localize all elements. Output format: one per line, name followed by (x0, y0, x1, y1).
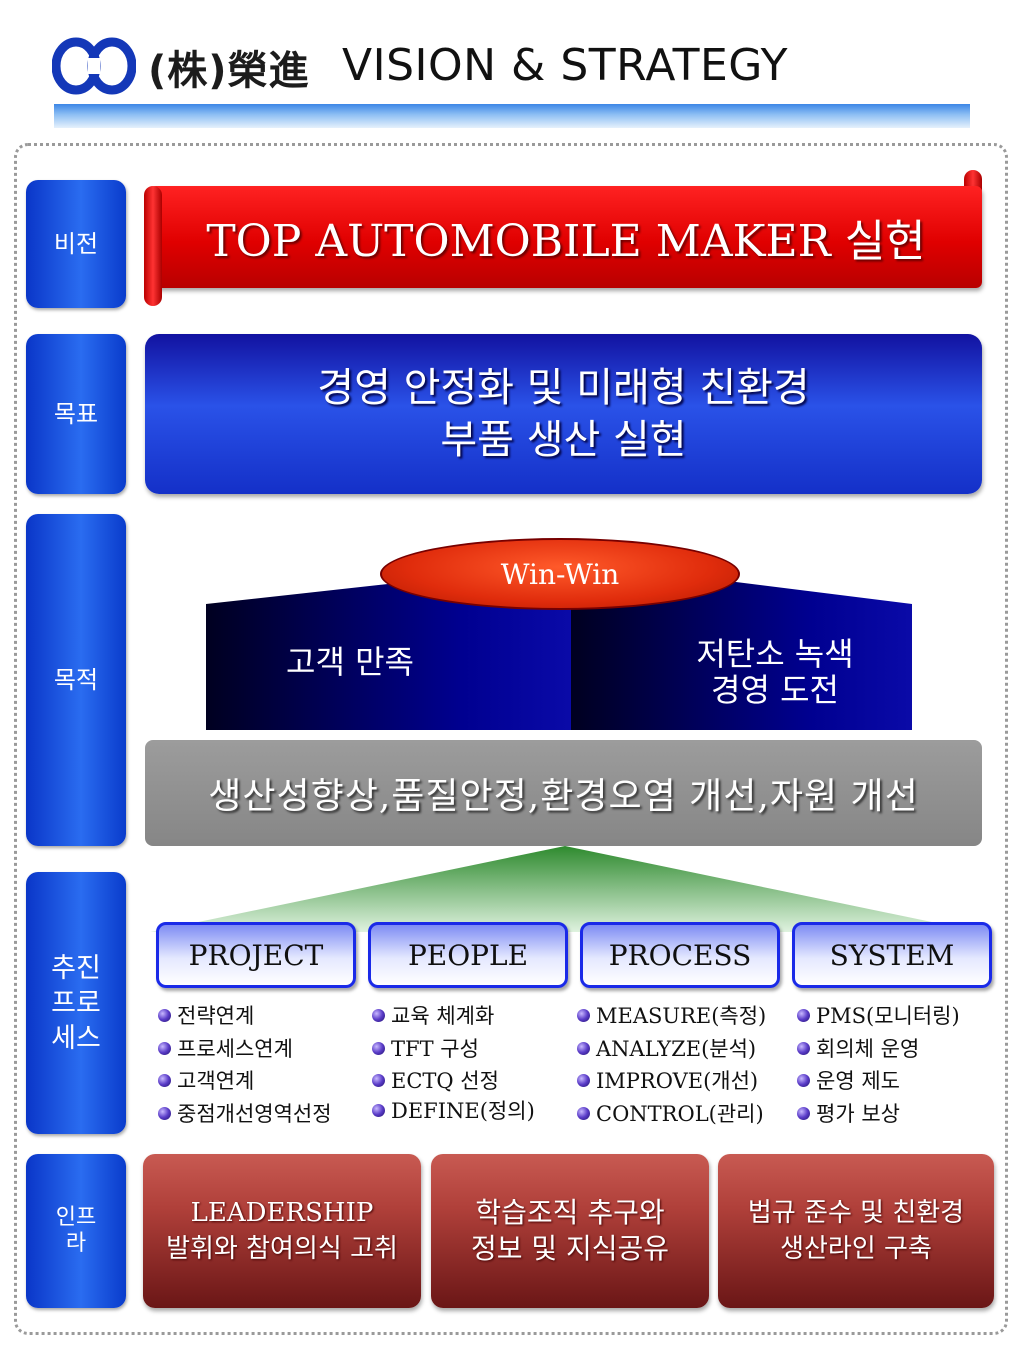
side-label-infra-line: 라 (65, 1231, 87, 1256)
list-item: PMS(모니터링) (797, 1000, 1003, 1033)
side-label-purpose: 목적 (26, 514, 126, 846)
list-item: TFT 구성 (372, 1033, 536, 1066)
purpose-customer: 고객 만족 (286, 643, 414, 681)
purpose-green-line: 저탄소 녹색 (696, 635, 854, 673)
list-item: IMPROVE(개선) (577, 1065, 791, 1098)
goal-box: 경영 안정화 및 미래형 친환경 부품 생산 실현 (145, 334, 982, 494)
process-header-system: SYSTEM (792, 922, 992, 988)
list-item: ANALYZE(분석) (577, 1033, 791, 1066)
list-item: 평가 보상 (797, 1098, 1003, 1131)
bullet-icon (797, 1074, 810, 1087)
improvement-text: 생산성향상,품질안정,환경오염 개선,자원 개선 (208, 776, 919, 817)
purpose-green-line: 경영 도전 (711, 671, 839, 709)
list-item: ECTQ 선정 (372, 1065, 536, 1098)
bullet-icon (158, 1106, 171, 1120)
bullet-icon (577, 1041, 590, 1055)
side-label-goal: 목표 (26, 334, 126, 494)
side-label-process-line: 세스 (51, 1022, 101, 1054)
bullet-icon (158, 1074, 171, 1087)
bullet-icon (372, 1074, 385, 1087)
header-gradient-bar (54, 104, 970, 128)
improvement-box: 생산성향상,품질안정,환경오염 개선,자원 개선 (145, 740, 982, 846)
content-frame (14, 143, 1008, 1335)
purpose-green: 저탄소 녹색 경영 도전 (660, 636, 890, 708)
bullet-icon (372, 1103, 385, 1117)
infra-line: 생산라인 구축 (780, 1234, 932, 1264)
side-label-process: 추진 프로 세스 (26, 872, 126, 1134)
side-label-process-line: 프로 (51, 987, 101, 1019)
bullet-icon (372, 1041, 385, 1055)
list-item: 운영 제도 (797, 1065, 1003, 1098)
bullet-icon (577, 1009, 590, 1022)
vision-text: TOP AUTOMOBILE MAKER 실현 (206, 216, 926, 267)
vision-banner: TOP AUTOMOBILE MAKER 실현 (150, 186, 982, 288)
process-header-project: PROJECT (156, 922, 356, 988)
goal-line: 경영 안정화 및 미래형 친환경 (317, 365, 810, 411)
scroll-curl-left (144, 186, 162, 306)
bullet-icon (797, 1009, 810, 1022)
side-label-infra: 인프 라 (26, 1154, 126, 1308)
side-label-process-line: 추진 (51, 952, 101, 984)
process-list-people: 교육 체계화 TFT 구성 ECTQ 선정 DEFINE(정의) (372, 1000, 536, 1124)
side-label-vision: 비전 (26, 180, 126, 308)
infra-box-learning: 학습조직 추구와 정보 및 지식공유 (431, 1154, 709, 1308)
page-title: VISION & STRATEGY (342, 40, 789, 91)
list-item: CONTROL(관리) (577, 1098, 791, 1131)
process-header-process: PROCESS (580, 922, 780, 988)
goal-line: 부품 생산 실현 (440, 417, 687, 463)
list-item: 회의체 운영 (797, 1033, 1003, 1066)
side-label-infra-line: 인프 (55, 1205, 97, 1230)
list-item: 고객연계 (158, 1065, 366, 1098)
infra-line: LEADERSHIP (190, 1198, 374, 1228)
infra-box-compliance: 법규 준수 및 친환경 생산라인 구축 (718, 1154, 994, 1308)
bullet-icon (158, 1041, 171, 1055)
bullet-icon (577, 1074, 590, 1087)
infra-line: 법규 준수 및 친환경 (747, 1198, 965, 1228)
process-list-process: MEASURE(측정) ANALYZE(분석) IMPROVE(개선) CONT… (577, 1000, 791, 1130)
bullet-icon (797, 1041, 810, 1055)
company-logo-icon (52, 37, 136, 95)
list-item: 교육 체계화 (372, 1000, 536, 1033)
bullet-icon (577, 1106, 590, 1120)
process-header-people: PEOPLE (368, 922, 568, 988)
list-item: 전략연계 (158, 1000, 366, 1033)
process-list-system: PMS(모니터링) 회의체 운영 운영 제도 평가 보상 (797, 1000, 1003, 1130)
process-list-project: 전략연계 프로세스연계 고객연계 중점개선영역선정 (158, 1000, 366, 1130)
winwin-ellipse: Win-Win (380, 538, 740, 610)
company-name: (株)榮進 (148, 48, 310, 94)
infra-line: 정보 및 지식공유 (470, 1232, 670, 1265)
bullet-icon (158, 1009, 171, 1022)
purpose-banner (206, 582, 912, 730)
bullet-icon (372, 1009, 385, 1022)
list-item: 프로세스연계 (158, 1033, 366, 1066)
list-item: 중점개선영역선정 (158, 1098, 366, 1131)
green-arrow-triangle (150, 846, 980, 932)
bullet-icon (797, 1106, 810, 1120)
list-item: MEASURE(측정) (577, 1000, 791, 1033)
list-item: DEFINE(정의) (372, 1098, 536, 1124)
infra-box-leadership: LEADERSHIP 발휘와 참여의식 고취 (143, 1154, 421, 1308)
infra-line: 발휘와 참여의식 고취 (166, 1234, 398, 1264)
infra-line: 학습조직 추구와 (475, 1196, 665, 1229)
